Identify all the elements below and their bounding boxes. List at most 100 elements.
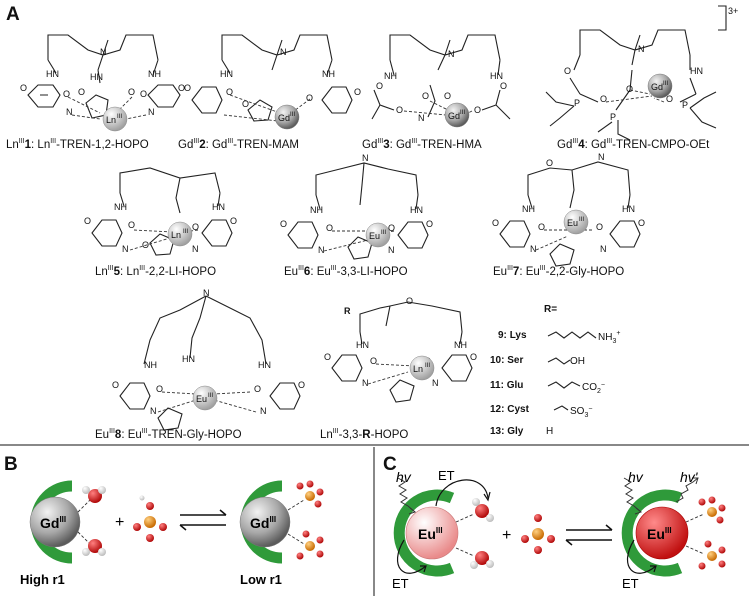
molecule-8: N NH HN HN O O O O N N Eu III (112, 288, 305, 431)
label-et-top: ET (438, 468, 455, 483)
svg-text:O: O (500, 81, 507, 91)
label-hv-right: hv (628, 469, 644, 485)
svg-text:N: N (122, 244, 129, 254)
svg-text:N: N (280, 47, 287, 57)
svg-text:Eu: Eu (567, 218, 578, 228)
svg-text:HN: HN (410, 205, 423, 215)
metal-sphere-2 (274, 104, 300, 130)
r-row-9: 9: Lys NH3+ (498, 330, 620, 345)
metal-sphere-8 (192, 385, 218, 411)
svg-text:HN: HN (182, 354, 195, 364)
svg-text:O: O (20, 83, 27, 93)
panel-label-c: C (383, 454, 397, 475)
svg-text:Ln: Ln (106, 115, 116, 125)
svg-text:O: O (422, 91, 429, 101)
metal-sphere-1 (102, 106, 128, 132)
svg-text:O: O (128, 87, 135, 97)
svg-text:O: O (596, 222, 603, 232)
svg-text:O: O (666, 94, 673, 104)
r-row-11: 11: Glu CO2− (490, 380, 605, 395)
svg-text:O: O (156, 384, 163, 394)
svg-text:N: N (318, 245, 325, 255)
r-row-12: 12: Cyst SO3− (490, 404, 592, 419)
svg-text:EuIII: EuIII (418, 526, 443, 542)
svg-text:N: N (192, 244, 199, 254)
svg-text:NH: NH (322, 69, 335, 79)
svg-text:N: N (260, 406, 267, 416)
panel-b-right-complex: GdIII (239, 480, 324, 564)
svg-text:NH3+: NH3+ (598, 330, 620, 345)
molecule-4: N O HN P P P O O O Gd III (545, 29, 717, 141)
molecule-5: NH HN O O O O O N N Ln III (84, 167, 237, 256)
svg-text:O: O (226, 87, 233, 97)
svg-text:O: O (306, 93, 313, 103)
molecule-3: N NH HN O O O O O O N Gd III (371, 34, 511, 128)
svg-text:HN: HN (258, 360, 271, 370)
svg-text:N: N (638, 44, 645, 54)
molecule-7: O N NH HN O O O O N N Eu III (492, 152, 645, 267)
caption-3: GdIII3: GdIII-TREN-HMA (362, 138, 482, 151)
svg-text:O: O (388, 223, 395, 233)
caption-6: EuIII6: EuIII-3,3-LI-HOPO (284, 265, 408, 278)
svg-text:NH: NH (384, 71, 397, 81)
svg-text:N: N (150, 406, 157, 416)
label-et-bottom-right: ET (622, 576, 639, 591)
svg-text:N: N (598, 152, 605, 162)
svg-text:CO2−: CO2− (582, 382, 605, 395)
caption-8: EuIII8: EuIII-TREN-Gly-HOPO (95, 428, 242, 441)
plus-b: + (115, 514, 124, 531)
svg-text:HN: HN (490, 71, 503, 81)
svg-text:HN: HN (46, 69, 59, 79)
svg-text:HN: HN (690, 66, 703, 76)
svg-text:HN: HN (90, 72, 103, 82)
svg-text:HN: HN (356, 340, 369, 350)
svg-text:LnIII1: LnIII-TREN-1,2-HOPO: LnIII1: LnIII-TREN-1,2-HOPO (6, 138, 149, 151)
svg-text:Eu: Eu (196, 394, 207, 404)
caption-1: LnIII1: LnIII-TREN-1,2-HOPO (6, 138, 149, 151)
svg-text:O: O (626, 84, 633, 94)
phosphate-c (521, 514, 555, 554)
svg-text:HN: HN (212, 202, 225, 212)
svg-text:III: III (183, 229, 188, 235)
svg-text:O: O (396, 105, 403, 115)
svg-text:O: O (546, 158, 553, 168)
svg-text:GdIII4: GdIII-TREN-CMPO-OEt: GdIII4: GdIII-TREN-CMPO-OEt (557, 138, 710, 151)
svg-text:Ln: Ln (413, 364, 423, 374)
svg-text:Gd: Gd (448, 111, 460, 121)
svg-text:O: O (324, 352, 331, 362)
svg-text:LnIII5: LnIII-2,2-LI-HOPO: LnIII5: LnIII-2,2-LI-HOPO (95, 265, 216, 278)
svg-text:GdIII3: GdIII-TREN-HMA: GdIII3: GdIII-TREN-HMA (362, 138, 482, 151)
panel-b-left-complex: GdIII (29, 480, 106, 564)
svg-text:N: N (203, 288, 210, 298)
panel-label-b: B (4, 454, 18, 475)
svg-text:III: III (663, 81, 668, 87)
svg-text:O: O (184, 83, 191, 93)
svg-text:O: O (298, 380, 305, 390)
svg-text:EuIII7: EuIII-2,2-Gly-HOPO: EuIII7: EuIII-2,2-Gly-HOPO (493, 265, 624, 278)
caption-7: EuIII7: EuIII-2,2-Gly-HOPO (493, 265, 624, 278)
svg-text:OH: OH (570, 356, 585, 367)
svg-text:Gd: Gd (278, 113, 290, 123)
svg-text:11: Glu: 11: Glu (490, 380, 523, 391)
svg-text:N: N (418, 113, 425, 123)
r-row-10: 10: Ser OH (490, 355, 585, 367)
svg-text:O: O (370, 356, 377, 366)
svg-text:O: O (78, 87, 85, 97)
svg-text:13: Gly: 13: Gly (490, 426, 524, 437)
svg-text:O: O (254, 384, 261, 394)
svg-text:O: O (444, 91, 451, 101)
metal-sphere-3 (444, 102, 470, 128)
svg-text:P: P (610, 112, 616, 122)
panel-c-right-complex: EuIII (621, 477, 726, 577)
svg-text:N: N (530, 244, 537, 254)
svg-text:N: N (148, 107, 155, 117)
svg-text:O: O (140, 89, 147, 99)
svg-text:O: O (492, 218, 499, 228)
svg-text:NH: NH (148, 69, 161, 79)
label-hv-prime: hv' (680, 469, 699, 485)
label-high-r1: High r1 (20, 572, 65, 587)
svg-text:N: N (100, 47, 107, 57)
svg-text:O: O (192, 222, 199, 232)
svg-text:SO3−: SO3− (570, 406, 592, 419)
